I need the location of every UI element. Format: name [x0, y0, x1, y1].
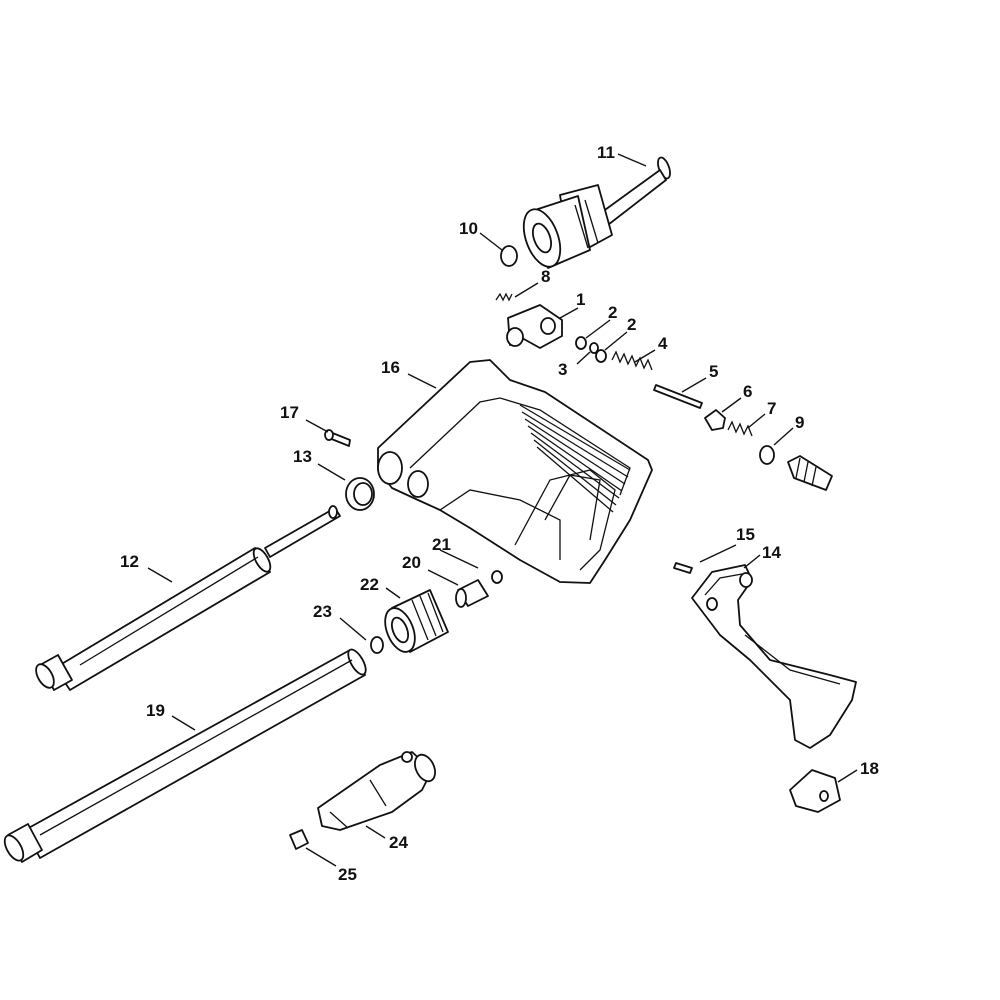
- high-pressure-hose: [648, 129, 994, 518]
- o-ring-9: [759, 445, 775, 465]
- label-6: 6: [743, 382, 752, 401]
- o-ring-21: [491, 570, 503, 584]
- label-1: 1: [576, 290, 585, 309]
- valve-pin-5: [653, 384, 703, 409]
- o-ring-23: [370, 636, 384, 654]
- valve-body-1: [506, 304, 563, 349]
- label-9: 9: [795, 413, 804, 432]
- leader-lines: [147, 153, 858, 867]
- ring-2a: [575, 336, 587, 350]
- ring-2b: [595, 349, 607, 363]
- label-20: 20: [402, 553, 421, 572]
- label-10: 10: [459, 219, 478, 238]
- label-11: 11: [597, 143, 615, 162]
- label-13: 13: [293, 447, 312, 466]
- label-8: 8: [541, 267, 550, 286]
- gun-housing-16: [377, 359, 653, 584]
- label-3: 3: [558, 360, 567, 379]
- label-7: 7: [767, 399, 776, 418]
- valve-seat-6: [704, 409, 726, 431]
- lance-12: [35, 505, 341, 691]
- lance-19: [3, 648, 367, 863]
- label-4: 4: [658, 334, 668, 353]
- label-15: 15: [736, 525, 755, 544]
- label-18: 18: [860, 759, 879, 778]
- spring-4: [611, 350, 653, 371]
- callout-labels: 11 10 8 1 2 3 2 4 5 6 7 9 16 17 13 12 21…: [120, 143, 879, 884]
- nut-13: [345, 477, 375, 511]
- label-16: 16: [381, 358, 400, 377]
- hose-nipple: [787, 455, 833, 491]
- label-24: 24: [389, 833, 408, 852]
- nozzle-nut-22: [384, 589, 449, 653]
- o-ring-10: [500, 245, 518, 267]
- label-21: 21: [432, 535, 451, 554]
- label-23: 23: [313, 602, 332, 621]
- screw-17: [324, 429, 351, 447]
- spring-7: [727, 420, 753, 437]
- hose-swivel-fitting: [522, 169, 667, 269]
- label-17: 17: [280, 403, 299, 422]
- nozzle-insert-20: [455, 579, 489, 608]
- label-12: 12: [120, 552, 139, 571]
- spring-8: [495, 292, 513, 302]
- label-2b: 2: [627, 315, 636, 334]
- label-5: 5: [709, 362, 718, 381]
- label-14: 14: [762, 543, 781, 562]
- nozzle-insert-25: [289, 829, 309, 850]
- label-22: 22: [360, 575, 379, 594]
- trigger-14: [691, 564, 857, 749]
- label-25: 25: [338, 865, 357, 884]
- label-19: 19: [146, 701, 165, 720]
- label-2a: 2: [608, 303, 617, 322]
- pin-15: [673, 562, 693, 574]
- trigger-lock-18: [789, 769, 841, 813]
- nozzle-24: [317, 751, 436, 831]
- ring-3: [589, 342, 599, 354]
